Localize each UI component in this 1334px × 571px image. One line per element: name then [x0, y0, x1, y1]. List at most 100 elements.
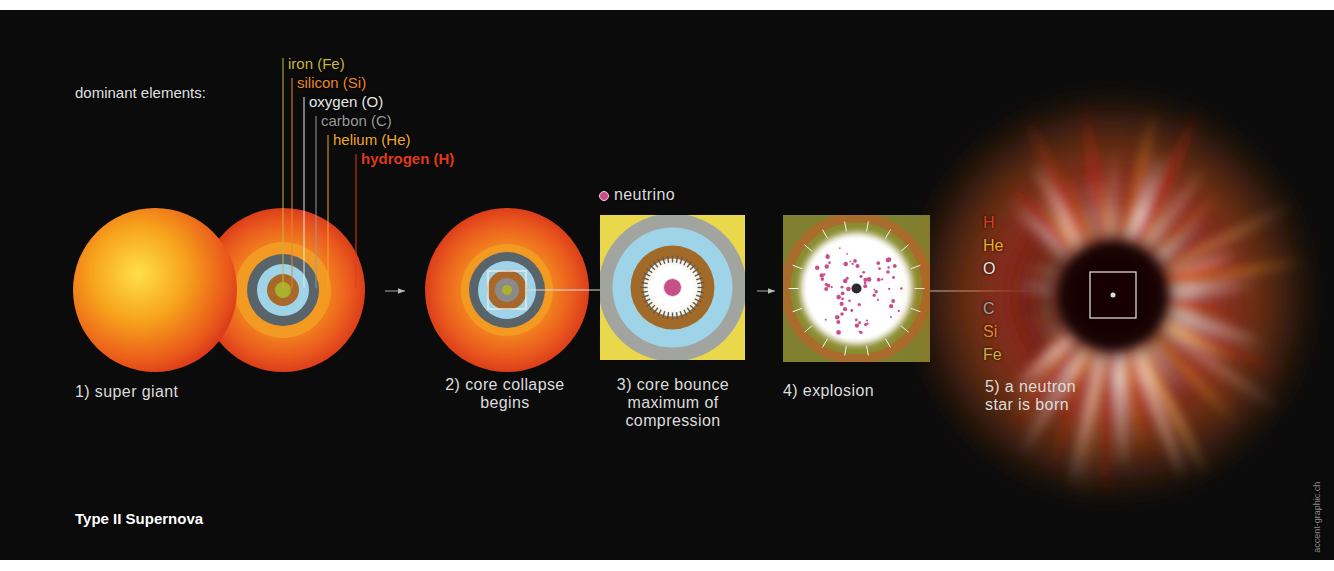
shock-tick	[804, 326, 812, 332]
element-symbol: C	[983, 300, 995, 318]
stage-caption: 5) a neutron star is born	[985, 378, 1095, 418]
neutrino-dot	[893, 264, 897, 268]
neutrino-dot	[840, 312, 844, 316]
stage-caption: 1) super giant	[75, 383, 275, 405]
neutrino-dot	[853, 259, 857, 263]
illustration-space	[405, 200, 595, 376]
diagram-title: Type II Supernova	[75, 510, 203, 527]
neutrino-dot	[866, 320, 868, 322]
supernova-burst-part	[908, 91, 1318, 501]
edge-tick	[641, 291, 648, 292]
element-label: helium (He)	[333, 131, 411, 148]
shock-tick	[823, 230, 828, 239]
element-leader-lines-part	[304, 97, 305, 288]
element-symbol: He	[983, 237, 1003, 255]
edge-tick	[658, 310, 661, 316]
edge-tick	[663, 311, 665, 318]
neutrino-dot	[889, 304, 893, 308]
supernova-burst-part	[1111, 293, 1116, 298]
stage-caption: 3) core bounce maximum of compression	[598, 376, 748, 434]
supernova-burst-part	[1058, 241, 1168, 351]
neutrino-dot	[892, 276, 895, 279]
core-bounce-panel-part	[600, 215, 745, 360]
neutrino-dot	[866, 323, 869, 326]
illustration-space	[70, 200, 385, 383]
edge-tick	[642, 278, 649, 280]
shock-tick	[823, 339, 828, 348]
burst-ray	[1104, 351, 1116, 505]
legend-swatch	[599, 191, 609, 201]
shock-ticks	[789, 222, 925, 356]
edge-tick	[672, 313, 673, 320]
element-symbol: Si	[983, 323, 997, 341]
neutrino-dot	[823, 273, 825, 275]
stage-core-bounce: 3) core bounce maximum of compression	[595, 210, 757, 434]
neutrino-dot	[859, 330, 861, 332]
neutrino-dot	[841, 297, 844, 300]
neutrino-dot	[864, 282, 867, 285]
neutrino-dot	[855, 323, 859, 327]
core-bounce-panel-part	[664, 279, 682, 297]
neutrino-dot	[858, 321, 861, 324]
edge-tick	[658, 259, 661, 265]
neutrino-dot	[846, 253, 848, 255]
shock-tick	[867, 222, 869, 232]
shock-tick	[867, 346, 869, 356]
explosion-panel-part	[807, 239, 907, 339]
core-edge-ticks	[641, 256, 705, 320]
shock-tick	[793, 308, 802, 311]
neutrino-dots	[815, 247, 903, 335]
burst-ray	[1025, 115, 1096, 250]
collapse-star-part	[487, 270, 527, 310]
neutrino-dot	[825, 283, 828, 286]
shock-tick	[886, 339, 891, 348]
neutrino-dot	[828, 261, 831, 264]
neutrino-dot	[872, 294, 875, 297]
edge-tick	[696, 278, 703, 280]
stage-neutron-star: 5) a neutron star is born	[945, 200, 1295, 418]
neutrino-dot	[846, 287, 851, 292]
neutrino-dot	[887, 266, 889, 268]
neutrino-dot	[848, 299, 851, 302]
neutrino-dot	[862, 271, 865, 274]
edge-tick	[698, 287, 705, 288]
neutrino-dot	[821, 277, 825, 281]
element-leader-lines	[283, 58, 356, 288]
edge-tick	[663, 257, 665, 264]
supernova-burst	[908, 91, 1318, 505]
neutrino-dot	[815, 265, 820, 270]
neutrino-dot	[875, 290, 878, 293]
edge-tick	[641, 282, 648, 283]
element-label: hydrogen (H)	[361, 150, 454, 167]
edge-tick	[676, 312, 677, 319]
illustration-space	[775, 210, 935, 382]
collapse-star-part	[488, 271, 526, 309]
edge-tick	[690, 305, 695, 310]
neutrino-dot	[836, 295, 841, 300]
edge-tick	[697, 291, 704, 292]
element-leader-lines-part	[356, 154, 357, 288]
edge-tick	[676, 256, 677, 263]
background-panel	[0, 10, 1334, 560]
neutrino-dot	[825, 264, 829, 268]
burst-rays	[1008, 101, 1306, 505]
edge-tick	[667, 312, 668, 319]
stage-supergiant: 1) super giant	[70, 200, 385, 405]
edge-tick	[697, 282, 704, 283]
edge-tick	[695, 273, 701, 276]
element-leader-lines-part	[292, 78, 293, 288]
neutrino-dot	[825, 255, 830, 260]
neutrino-dot	[877, 299, 879, 301]
edge-tick	[684, 310, 687, 316]
neutrino-dot	[867, 277, 872, 282]
neutrino-dot	[836, 320, 840, 324]
neutrino-dot	[841, 291, 845, 295]
edge-tick	[695, 299, 701, 302]
neutrino-dot	[824, 287, 828, 291]
edge-tick	[654, 262, 658, 268]
edge-tick	[667, 256, 668, 263]
shock-tick	[804, 245, 812, 251]
neutrino-dot	[849, 260, 851, 262]
element-label: oxygen (O)	[309, 93, 383, 110]
edge-tick	[647, 269, 653, 273]
